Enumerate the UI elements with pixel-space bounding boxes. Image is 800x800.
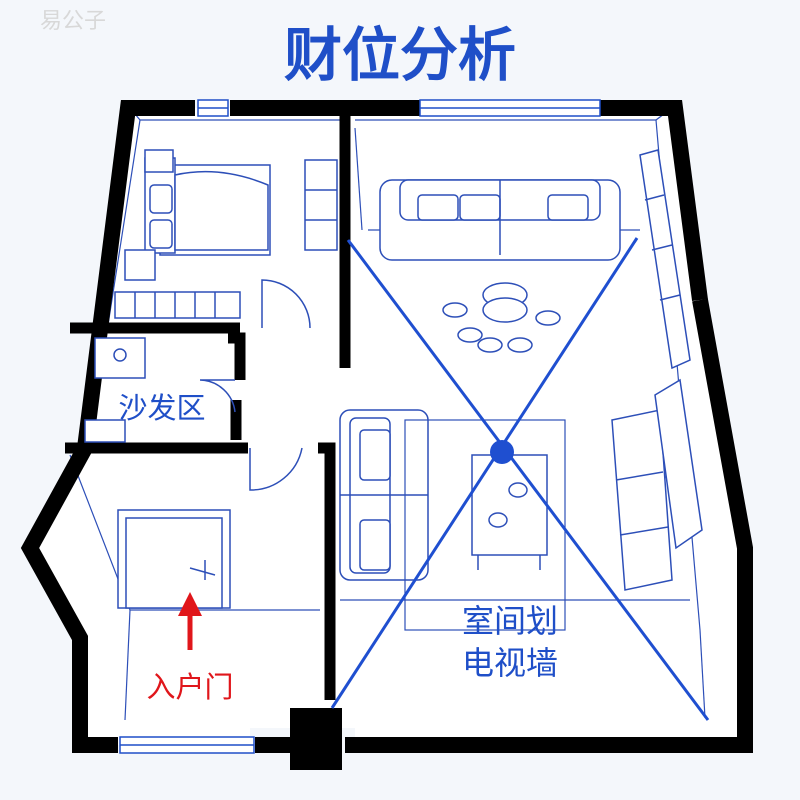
- page-title: 财位分析: [284, 21, 516, 89]
- walls: [20, 100, 753, 753]
- windows: [119, 99, 601, 754]
- entrance-label: 入户门: [146, 670, 233, 704]
- sofa-left: [339, 409, 429, 581]
- sofa-area-label: 沙发区: [118, 391, 205, 425]
- doors: [199, 279, 311, 491]
- watermark: 易公子: [40, 9, 106, 34]
- bathroom-fixtures: [84, 337, 146, 443]
- wall-pillar: [290, 708, 342, 770]
- wealth-diagonals: [330, 237, 710, 721]
- sofa-top: [379, 179, 621, 261]
- bedroom-wardrobe: [114, 159, 338, 319]
- tea-table-set: [442, 282, 561, 353]
- wealth-point: [490, 440, 514, 464]
- bookshelf: [639, 149, 691, 370]
- perspective-lines: [69, 107, 706, 721]
- inner-walls: [65, 112, 351, 700]
- living-room-label-line2: 电视墙: [462, 644, 558, 682]
- tv-wall-unit: [611, 378, 703, 591]
- living-room-label-line1: 室间划: [462, 602, 558, 640]
- entrance-door: [117, 509, 231, 609]
- rug: [404, 419, 566, 631]
- bed: [124, 149, 271, 281]
- entrance-arrow: [178, 592, 202, 650]
